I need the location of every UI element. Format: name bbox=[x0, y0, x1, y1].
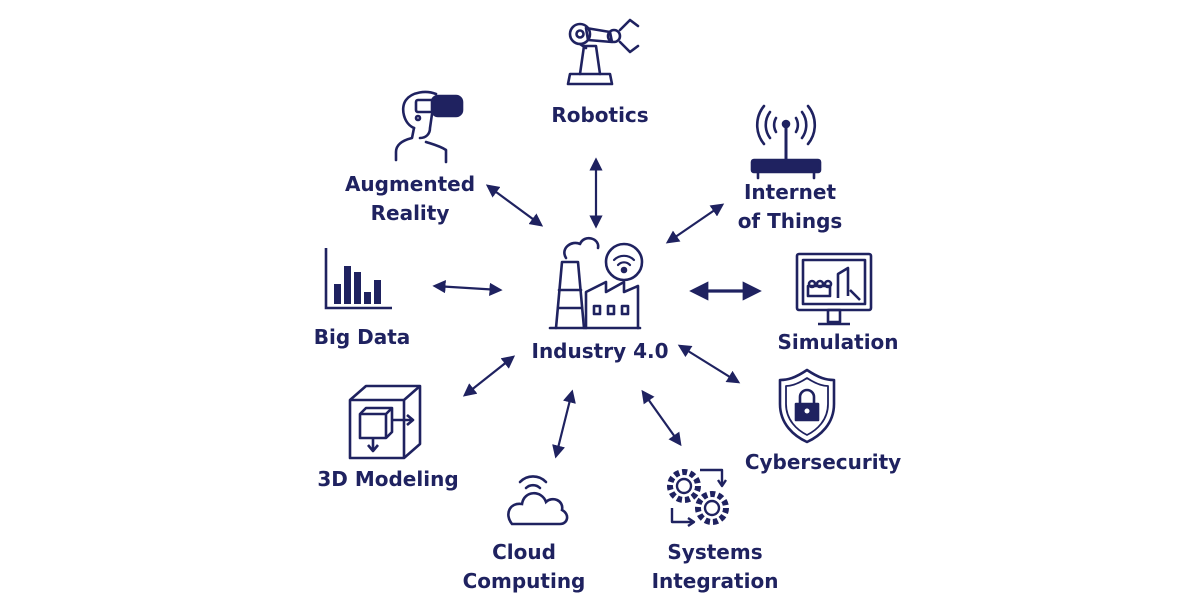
shield-lock-icon bbox=[778, 368, 836, 444]
iot-label-line2: of Things bbox=[737, 209, 843, 233]
cybersecurity-label: Cybersecurity bbox=[744, 450, 902, 474]
arrow-cybersecurity bbox=[677, 344, 741, 384]
arrow-modeling bbox=[462, 355, 516, 397]
arrow-ar bbox=[485, 184, 544, 227]
cloud-label-line2: Computing bbox=[462, 569, 586, 593]
modeling-label: 3D Modeling bbox=[317, 467, 459, 491]
arrow-bigdata bbox=[432, 280, 503, 296]
bar-chart-icon bbox=[324, 248, 392, 310]
arrow-systems bbox=[641, 389, 682, 447]
router-icon bbox=[750, 104, 822, 180]
robotics-label: Robotics bbox=[551, 103, 649, 127]
factory-icon bbox=[548, 236, 644, 330]
center-label: Industry 4.0 bbox=[531, 339, 669, 363]
bigdata-label: Big Data bbox=[313, 325, 411, 349]
systems-label-line2: Integration bbox=[651, 569, 779, 593]
ar-label-line2: Reality bbox=[370, 201, 450, 225]
iot-label: Internet of Things bbox=[718, 178, 862, 236]
ar-label-line1: Augmented bbox=[344, 172, 476, 196]
arrow-iot bbox=[665, 203, 725, 244]
ar-label: Augmented Reality bbox=[330, 170, 490, 228]
cube-icon bbox=[348, 384, 422, 460]
arrow-cloud bbox=[552, 389, 576, 459]
robot-arm-icon bbox=[566, 18, 640, 86]
vr-headset-icon bbox=[394, 90, 464, 164]
monitor-icon bbox=[795, 252, 873, 326]
gears-icon bbox=[667, 468, 729, 527]
systems-label-line1: Systems bbox=[667, 540, 763, 564]
cloud-icon bbox=[507, 475, 569, 526]
cloud-label: Cloud Computing bbox=[452, 538, 596, 596]
simulation-label: Simulation bbox=[777, 330, 899, 354]
systems-label: Systems Integration bbox=[640, 538, 790, 596]
iot-label-line1: Internet bbox=[743, 180, 837, 204]
cloud-label-line1: Cloud bbox=[492, 540, 556, 564]
